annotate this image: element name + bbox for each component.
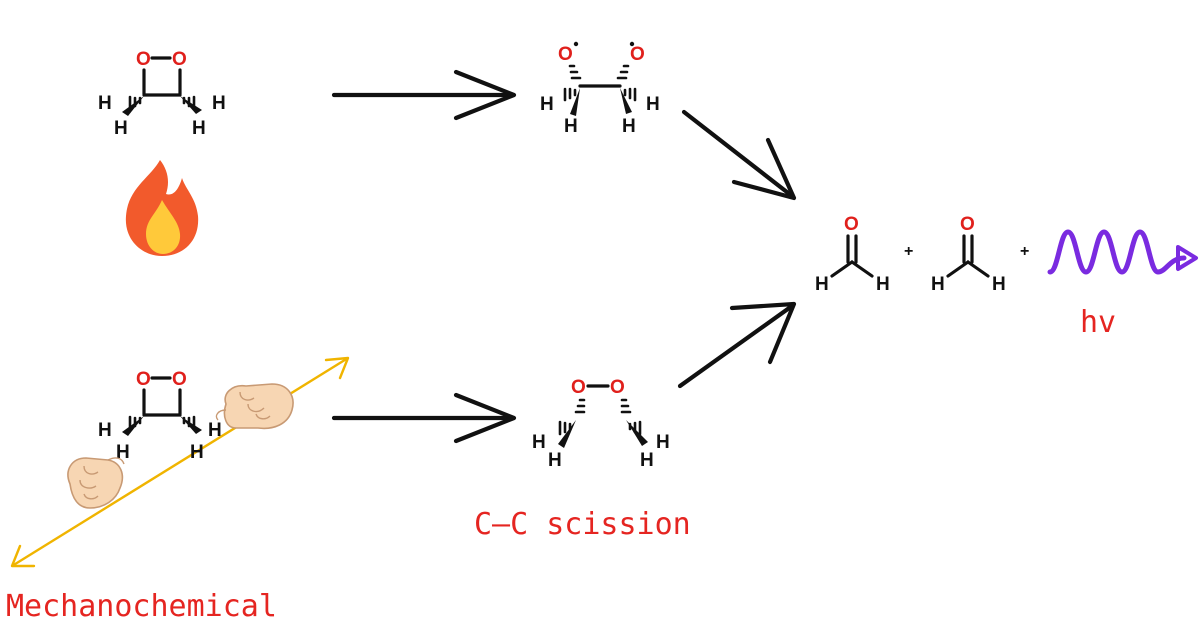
hydrogen-atom: H xyxy=(532,432,546,453)
cc-scission-intermediate: O O H H H H xyxy=(532,377,670,471)
hydrogen-atom: H xyxy=(640,450,654,471)
flame-icon xyxy=(125,160,199,256)
hashed-bond xyxy=(574,398,586,414)
formaldehyde-molecule: O H H xyxy=(931,214,1006,295)
oxygen-atom: O xyxy=(844,214,859,235)
hydrogen-atom: H xyxy=(192,118,206,139)
radical-dot xyxy=(629,41,635,47)
hv-label: hv xyxy=(1080,305,1116,340)
wedge-bond xyxy=(180,96,202,114)
dioxetane-thermal: O O H H H H xyxy=(98,49,226,139)
hydrogen-atom: H xyxy=(190,442,204,463)
oxygen-atom: O xyxy=(136,49,151,70)
c-h-bond xyxy=(850,260,874,278)
oxygen-atom: O xyxy=(172,369,187,390)
hydrogen-atom: H xyxy=(564,116,578,137)
reaction-arrow xyxy=(331,69,517,121)
reaction-arrow xyxy=(677,301,797,389)
oxygen-atom: O xyxy=(136,369,151,390)
wavy-light-arrow-icon xyxy=(1047,229,1198,275)
plus-sign: + xyxy=(904,243,913,260)
mechanochemical-label: Mechanochemical xyxy=(6,589,277,624)
dioxetane-mechanochemical: O O H H H H xyxy=(98,369,222,463)
formaldehyde-molecule: O H H xyxy=(815,214,890,295)
wedge-bond xyxy=(620,88,632,114)
pulling-hand-icon xyxy=(67,457,125,509)
hydrogen-atom: H xyxy=(540,94,554,115)
wedge-bond xyxy=(570,88,580,116)
hydrogen-atom: H xyxy=(98,93,112,114)
wedge-bond xyxy=(558,420,576,448)
oxygen-atom: O xyxy=(630,44,645,65)
hydrogen-atom: H xyxy=(931,274,945,295)
oxygen-atom: O xyxy=(172,49,187,70)
hydrogen-atom: H xyxy=(212,93,226,114)
hydrogen-atom: H xyxy=(208,420,222,441)
pulling-hand-icon xyxy=(215,383,294,430)
force-arrow xyxy=(10,356,350,568)
hydrogen-atom: H xyxy=(114,118,128,139)
wedge-bond xyxy=(626,420,648,446)
hydrogen-atom: H xyxy=(992,274,1006,295)
c-h-bond xyxy=(946,260,970,278)
hashed-bond xyxy=(568,64,582,80)
oxygen-atom: O xyxy=(960,214,975,235)
hashed-bond xyxy=(563,87,577,102)
hashed-bond xyxy=(620,398,632,414)
wedge-bond xyxy=(122,416,144,436)
oxygen-atom: O xyxy=(571,377,586,398)
hydrogen-atom: H xyxy=(98,420,112,441)
hydrogen-atom: H xyxy=(876,274,890,295)
hashed-bond xyxy=(623,87,637,102)
radical-dot xyxy=(573,41,579,47)
hydrogen-atom: H xyxy=(656,432,670,453)
hashed-bond xyxy=(616,64,630,80)
reaction-arrow xyxy=(331,392,517,444)
hydrogen-atom: H xyxy=(116,442,130,463)
oxygen-atom: O xyxy=(558,44,573,65)
hydrogen-atom: H xyxy=(548,450,562,471)
biradical-intermediate: O O H H H H xyxy=(540,41,660,137)
c-h-bond xyxy=(830,260,854,278)
hydrogen-atom: H xyxy=(622,116,636,137)
wedge-bond xyxy=(122,96,144,116)
hydrogen-atom: H xyxy=(646,94,660,115)
oxygen-atom: O xyxy=(610,377,625,398)
hydrogen-atom: H xyxy=(815,274,829,295)
plus-sign: + xyxy=(1020,243,1029,260)
c-h-bond xyxy=(966,260,990,278)
reaction-arrow xyxy=(681,109,797,201)
cc-scission-label: C—C scission xyxy=(474,507,691,542)
wedge-bond xyxy=(180,416,202,434)
